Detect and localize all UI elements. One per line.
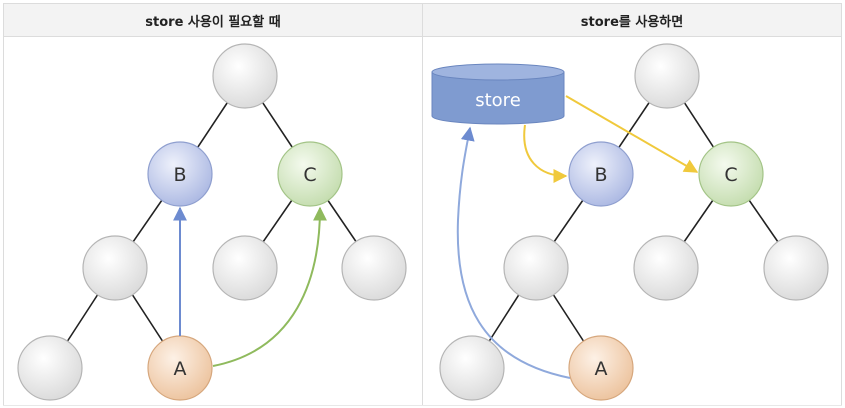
arrow-a-to-store [456, 126, 571, 379]
gray-node [341, 235, 407, 301]
node-b-label: B [594, 164, 607, 186]
root-node [212, 43, 278, 109]
arrow-store-to-c [565, 95, 699, 173]
node-c [277, 141, 343, 207]
arrow-store-to-b [523, 124, 568, 183]
node-c [698, 141, 764, 207]
store-body [431, 71, 565, 125]
gray-node [763, 235, 829, 301]
node-c-label: C [303, 164, 316, 186]
root-node [634, 43, 700, 109]
node-b [147, 141, 213, 207]
node-b-label: B [173, 164, 186, 186]
node-c-label: C [724, 164, 737, 186]
gray-node [82, 235, 148, 301]
gray-node [503, 235, 569, 301]
right-tree: B C A store [431, 43, 829, 401]
node-b [568, 141, 634, 207]
left-cell [3, 36, 423, 406]
node-a-label: A [174, 358, 187, 380]
gray-node [633, 235, 699, 301]
gray-node [212, 235, 278, 301]
right-header: store를 사용하면 [422, 3, 842, 37]
gray-node [17, 335, 83, 401]
store-label: store [475, 90, 521, 111]
store-cylinder: store [431, 63, 565, 125]
arrow-a-to-c [212, 206, 327, 367]
left-tree: B C A [17, 43, 407, 401]
store-top [431, 63, 565, 81]
node-a [568, 335, 634, 401]
node-a-label: A [595, 358, 608, 380]
left-header: store 사용이 필요할 때 [3, 3, 423, 37]
gray-node [439, 335, 505, 401]
